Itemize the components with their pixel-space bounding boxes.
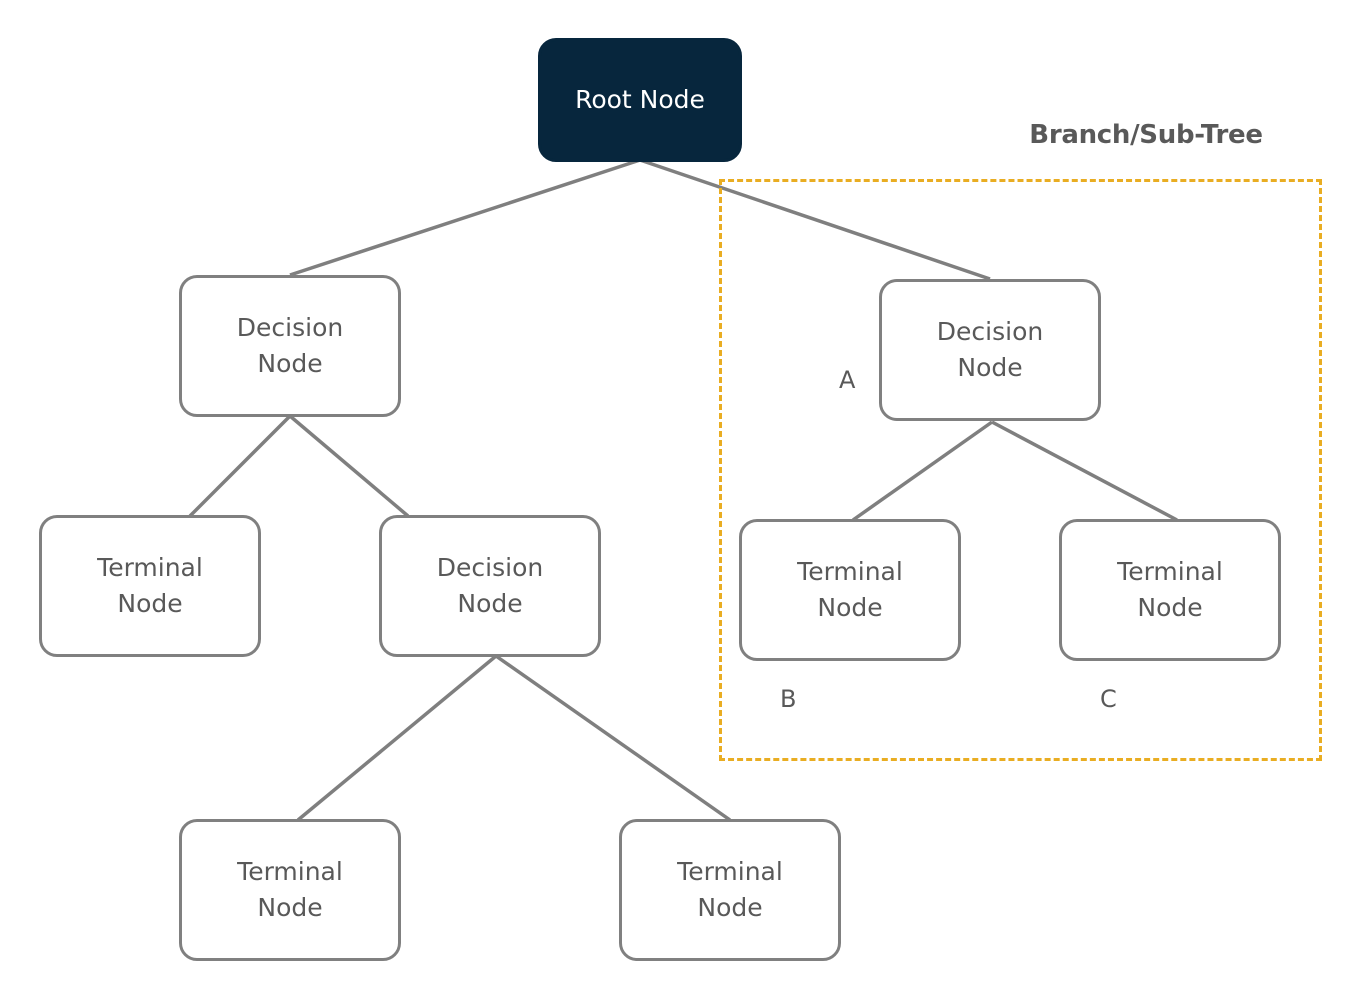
edge-decision-left-to-terminal-left: [188, 414, 292, 518]
edge-decision-middle-to-terminal-bottom-right: [494, 654, 732, 822]
decision-node-left: Decision Node: [179, 275, 401, 417]
terminal-node-bottom-left: Terminal Node: [179, 819, 401, 961]
branch-subtree-frame: [719, 179, 1322, 761]
branch-subtree-title: Branch/Sub-Tree: [1029, 120, 1263, 150]
root-node: Root Node: [538, 38, 742, 162]
edge-decision-branch-to-terminal-branch-left: [851, 420, 994, 522]
edge-decision-left-to-decision-middle: [288, 414, 410, 518]
label-a: A: [839, 366, 856, 394]
edge-root-to-decision-branch: [639, 158, 991, 281]
terminal-node-branch-left: Terminal Node: [739, 519, 961, 661]
edge-decision-middle-to-terminal-bottom-left: [296, 654, 498, 822]
decision-node-middle: Decision Node: [379, 515, 601, 657]
edge-root-to-decision-left: [289, 158, 641, 277]
terminal-node-branch-right: Terminal Node: [1059, 519, 1281, 661]
terminal-node-left: Terminal Node: [39, 515, 261, 657]
label-c: C: [1100, 685, 1117, 713]
decision-node-branch: Decision Node: [879, 279, 1101, 421]
terminal-node-bottom-right: Terminal Node: [619, 819, 841, 961]
edge-decision-branch-to-terminal-branch-right: [991, 420, 1178, 522]
label-b: B: [780, 685, 797, 713]
